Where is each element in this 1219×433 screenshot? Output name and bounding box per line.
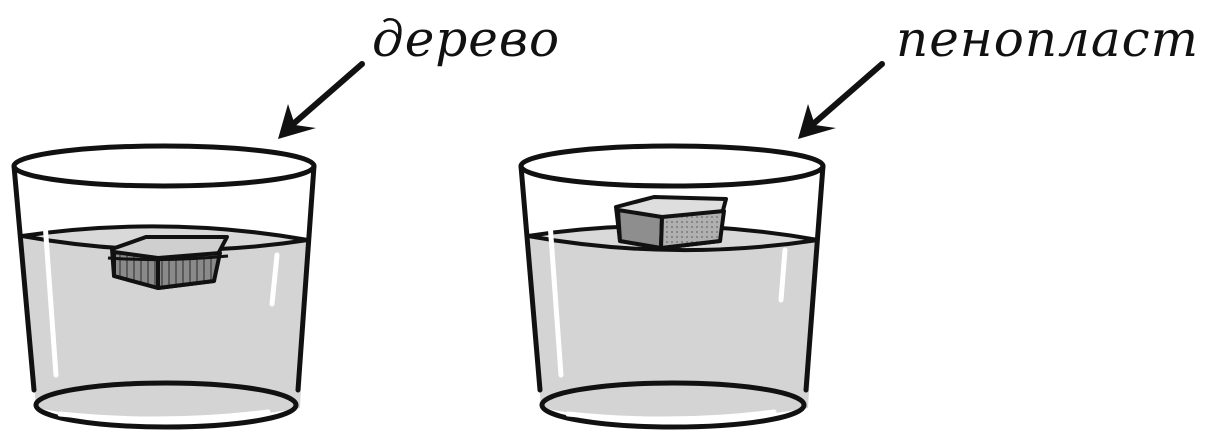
label-wood: дерево <box>372 14 560 64</box>
arrow-icon <box>798 64 882 139</box>
beaker-left <box>14 146 314 427</box>
beaker-right <box>521 146 823 427</box>
beaker-left-rim <box>14 146 314 186</box>
arrow-icon <box>278 64 362 139</box>
foam-block-icon <box>616 197 726 248</box>
wood-block-icon <box>112 237 227 288</box>
label-foam: пенопласт <box>896 14 1199 64</box>
beaker-right-rim <box>521 146 823 186</box>
